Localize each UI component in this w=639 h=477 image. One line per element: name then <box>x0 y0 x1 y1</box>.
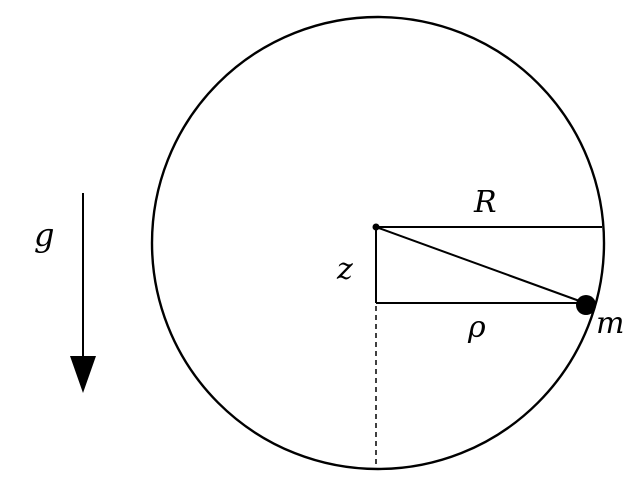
gravity-arrowhead <box>70 356 96 393</box>
hoop-circle <box>150 15 606 471</box>
rho-label: ρ <box>467 310 486 345</box>
mass-label: m <box>596 306 624 341</box>
radius-label: R <box>473 185 497 220</box>
bead-mass <box>576 295 596 315</box>
diagonal-line <box>375 226 586 304</box>
height-label: z <box>336 252 353 287</box>
gravity-label: g <box>34 216 54 254</box>
